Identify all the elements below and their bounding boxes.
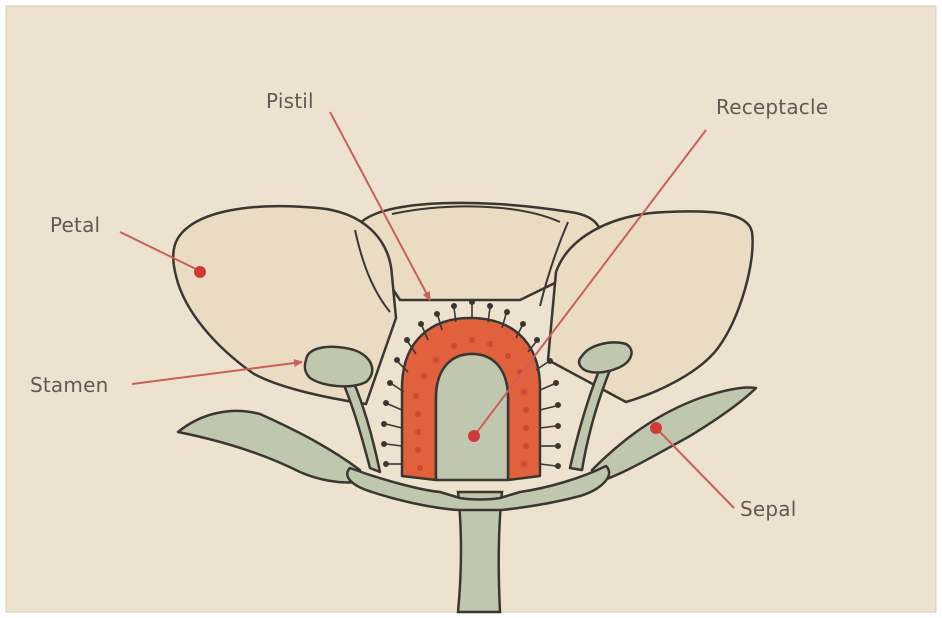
receptacle-dot: [468, 430, 480, 442]
label-stamen: Stamen: [30, 373, 108, 397]
label-pistil: Pistil: [266, 89, 314, 113]
label-receptacle: Receptacle: [716, 95, 828, 119]
petal-dot: [194, 266, 206, 278]
receptacle-core: [436, 354, 508, 480]
label-petal: Petal: [50, 213, 100, 237]
label-sepal: Sepal: [740, 497, 797, 521]
sepal-dot: [650, 422, 662, 434]
